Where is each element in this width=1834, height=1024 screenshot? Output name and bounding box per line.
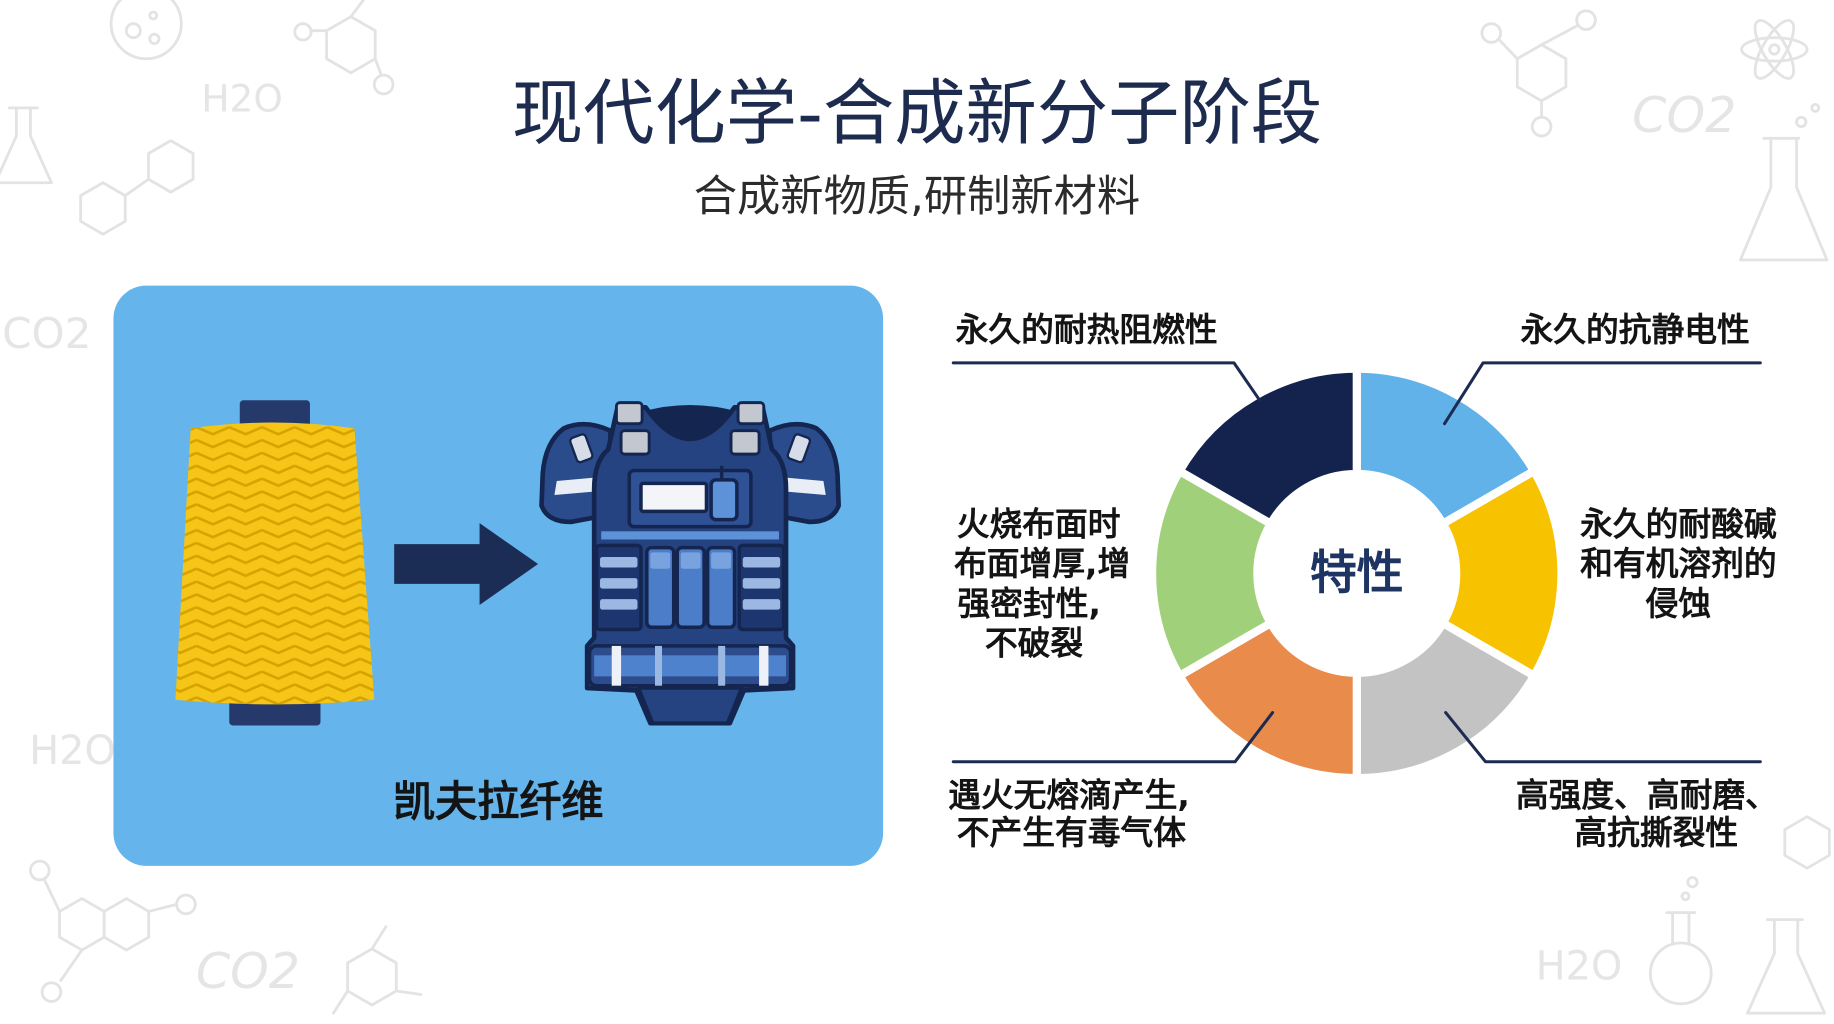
- leader-line-antistatic: [1442, 361, 1762, 426]
- vest-belt-band: [594, 655, 786, 677]
- arrow-right-icon: [394, 523, 539, 605]
- feature-label-antistatic: 永久的抗静电性: [1521, 311, 1750, 349]
- vest-shoulder-buckle: [729, 429, 761, 456]
- molecule-icon: [29, 859, 197, 1003]
- round-flask-icon: [1648, 876, 1713, 1006]
- donut-segment-no-melt-drip: [1173, 617, 1361, 783]
- vest-pouch-flap: [680, 552, 701, 569]
- feature-label-line: 和有机溶剂的: [1580, 545, 1777, 583]
- erlenmeyer-flask-icon: [1746, 918, 1827, 1015]
- feature-label-no-melt-drip: 遇火无熔滴产生, 不产生有毒气体: [948, 777, 1190, 852]
- feature-label-line: 遇火无熔滴产生,: [948, 777, 1190, 815]
- feature-label-line: 永久的耐酸碱: [1580, 505, 1777, 543]
- molecule-icon: [79, 139, 195, 236]
- vest-groin-guard: [636, 686, 744, 725]
- molecule-icon: [1783, 815, 1831, 870]
- feature-label-line: 火烧布面时: [957, 505, 1121, 543]
- vest-pouch-flap: [711, 552, 732, 569]
- vest-shoulder-buckle: [736, 401, 766, 426]
- leader-line-strength: [1444, 711, 1762, 764]
- atom-icon: [1740, 19, 1809, 80]
- feature-label-line: 永久的耐热阻燃性: [956, 311, 1218, 349]
- donut-segment-flame-retardant: [1173, 364, 1361, 530]
- vest-shoulder-patch: [569, 433, 594, 464]
- leader-line-flame-retardant: [951, 361, 1262, 402]
- molecule-icon: [331, 925, 423, 1015]
- slide-title: 现代化学-合成新分子阶段: [512, 72, 1322, 155]
- round-flask-icon: [109, 0, 183, 61]
- vest-belt-strap: [611, 645, 622, 686]
- vest-chest-band: [601, 531, 779, 540]
- leader-line-no-melt-drip: [951, 711, 1275, 764]
- vest-name-plate: [639, 481, 709, 514]
- background-formula-label: CO2: [2, 309, 91, 358]
- feature-label-line: 不破裂: [985, 625, 1083, 663]
- vest-strap: [600, 578, 638, 589]
- feature-label-line: 强密封性,: [958, 585, 1101, 623]
- vest-belt-strap: [718, 645, 726, 686]
- erlenmeyer-flask-icon: [0, 106, 53, 185]
- slide-subtitle: 合成新物质,研制新材料: [694, 172, 1140, 222]
- body-armor-vest-icon: [539, 401, 841, 726]
- feature-label-line: 永久的抗静电性: [1521, 311, 1750, 349]
- vest-shoulder-buckle: [614, 401, 644, 426]
- yarn-spool-icon: [175, 400, 375, 726]
- vest-pouch-flap: [650, 552, 671, 569]
- erlenmeyer-flask-icon: [1739, 102, 1829, 262]
- yarn-texture: [175, 422, 375, 705]
- feature-label-line: 布面增厚,增: [954, 545, 1130, 583]
- feature-label-line: 高抗撕裂性: [1574, 814, 1738, 852]
- background-formula-label: CO2: [196, 942, 300, 1000]
- vest-belt-strap: [759, 645, 769, 686]
- background-formula-label: H2O: [1536, 943, 1622, 989]
- vest-shoulder-patch: [786, 433, 812, 464]
- background-formula-label: H2O: [29, 728, 115, 774]
- vest-radio-pouch: [709, 478, 739, 522]
- feature-label-strength: 高强度、高耐磨、 高抗撕裂性: [1516, 777, 1778, 852]
- donut-segment-fire-sealing: [1148, 465, 1277, 682]
- vest-strap: [742, 557, 781, 568]
- molecule-icon: [293, 0, 395, 96]
- kevlar-panel: 凯夫拉纤维: [113, 285, 884, 866]
- donut-center-label: 特性: [1310, 546, 1404, 600]
- kevlar-caption: 凯夫拉纤维: [393, 777, 603, 826]
- background-formula-label: CO2: [1632, 86, 1736, 144]
- feature-label-line: 不产生有毒气体: [957, 814, 1186, 852]
- background-formula-label: H2O: [201, 77, 282, 121]
- molecule-icon: [1480, 9, 1597, 138]
- donut-segment-strength: [1352, 617, 1540, 783]
- feature-label-line: 高强度、高耐磨、: [1516, 777, 1778, 815]
- vest-belt-strap: [655, 645, 663, 686]
- vest-strap: [742, 599, 781, 610]
- feature-label-line: 侵蚀: [1645, 585, 1712, 623]
- vest-strap: [600, 557, 638, 568]
- vest-strap: [742, 578, 781, 589]
- donut-segment-acid-resistance: [1437, 465, 1566, 682]
- properties-donut: 特性: [1148, 364, 1566, 783]
- vest-shoulder-buckle: [619, 429, 651, 456]
- feature-label-fire-sealing: 火烧布面时 布面增厚,增 强密封性, 不破裂: [954, 505, 1130, 662]
- vest-strap: [600, 599, 638, 610]
- feature-label-flame-retardant: 永久的耐热阻燃性: [956, 311, 1218, 349]
- donut-segment-antistatic: [1352, 364, 1540, 530]
- feature-label-acid-resistance: 永久的耐酸碱 和有机溶剂的 侵蚀: [1580, 505, 1777, 623]
